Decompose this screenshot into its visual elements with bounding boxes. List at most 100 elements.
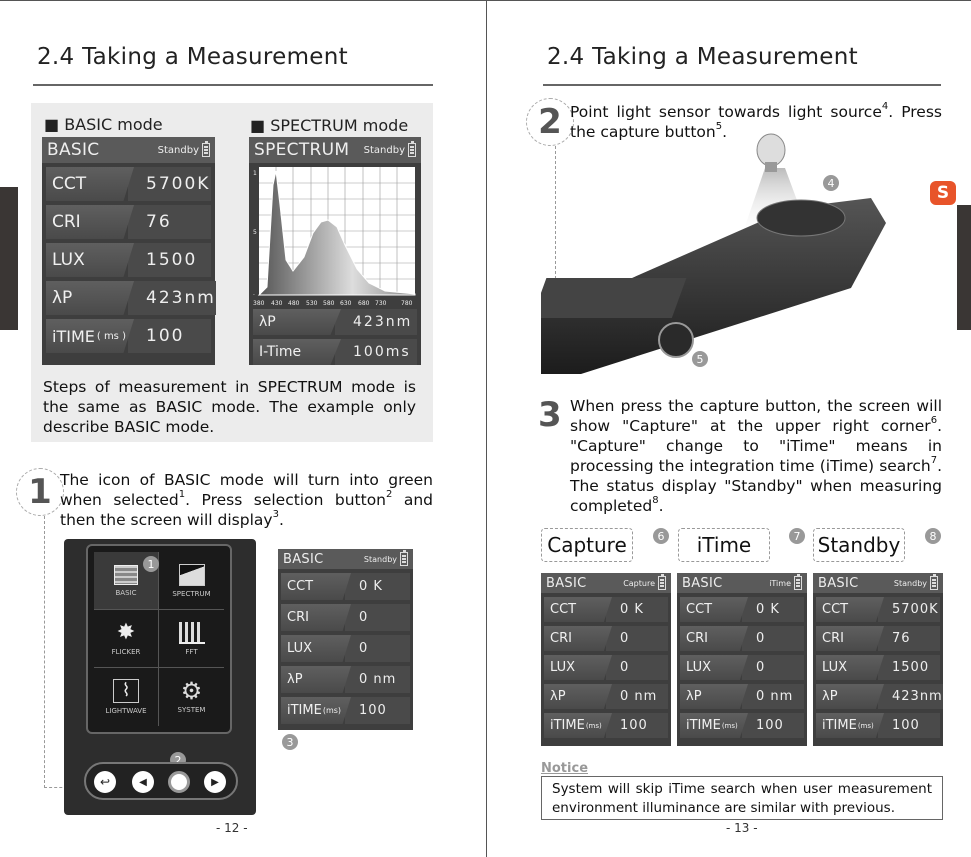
itime-unit: ( ms ) [96,330,126,342]
peak-label: λP [281,666,351,693]
title-rule-right [543,84,941,86]
bulb-icon [756,133,786,167]
peak-value: 0 nm [345,666,410,693]
footnote-7: 7 [930,455,938,466]
battery-icon [202,141,210,157]
battery-icon [794,574,802,590]
screen-status: Standby [364,141,416,157]
spectrum-note: Steps of measurement in SPECTRUM mode is… [43,378,416,436]
notice-title: Notice [541,761,589,776]
step-3-marker: 3 [538,395,562,435]
peak-value: 423nm [335,309,417,335]
left-button[interactable]: ◀ [132,771,154,793]
notice-box: System will skip iTime search when user … [541,776,943,820]
screen-mode: BASIC [818,575,859,591]
step-1-text-a: The icon of BASIC mode will turn into gr… [60,471,433,509]
x-tick: 680 [358,300,370,307]
battery-icon [408,141,416,157]
select-button[interactable] [168,771,190,793]
page-title-left: 2.4 Taking a Measurement [37,44,348,70]
step-1-text-d: . [278,511,284,529]
itime-label-text: iTIME [287,703,322,718]
basic-mode-label: ■ BASIC mode [44,115,163,134]
battery-icon [400,550,408,566]
cri-value: 76 [128,205,211,239]
peak-label: λP [46,281,134,315]
menu-system[interactable]: ⚙ SYSTEM [159,668,224,726]
status-text: Capture [623,578,655,588]
x-tick: 730 [375,300,387,307]
itime-label: iTIME(ms) [680,713,748,738]
itime-row: iTIME( ms )100 [46,319,211,353]
lux-value: 0 [345,635,410,662]
meter-display [541,278,687,318]
status-text: iTime [769,578,791,588]
footnote-8: 8 [652,495,659,506]
screen-header: BASIC Standby [278,549,413,569]
cri-label: CRI [680,626,748,651]
screen-mode: SPECTRUM [254,140,350,160]
step-2-text-a: Point light sensor towards light source [570,103,882,121]
itime-value: 100 [345,697,410,724]
menu-flicker[interactable]: ✸ FLICKER [94,610,159,668]
step-3-text-d: . [658,497,664,515]
screen-status: Capture [623,574,666,590]
menu-label: FFT [185,647,198,656]
screen-header: BASIC Standby [813,573,943,593]
y-tick: 1 [253,170,257,177]
screen-status: Standby [158,141,210,157]
lux-value: 0 [606,655,668,680]
peak-label: λP [253,309,341,335]
cct-label: CCT [46,167,134,201]
menu-spectrum[interactable]: SPECTRUM [159,552,224,610]
cri-label: CRI [281,604,351,631]
capture-button-icon [658,322,694,358]
lux-label: LUX [46,243,134,277]
y-tick: . [253,290,255,297]
screen-status: Standby [364,550,408,566]
itime-row: iTIME(ms)100 [544,713,668,738]
peak-value: 0 nm [742,684,804,709]
screen-header: BASIC Standby [42,137,215,163]
lux-label: LUX [544,655,612,680]
right-button[interactable]: ▶ [204,771,226,793]
step-1-leader [44,516,45,788]
screen-mode: BASIC [546,575,587,591]
itime-row: iTIME(ms)100 [281,697,410,724]
badge-4: 4 [823,175,839,191]
battery-icon [658,574,666,590]
badge-8: 8 [925,528,941,544]
lightwave-icon: ⌇ [113,679,139,703]
menu-fft[interactable]: FFT [159,610,224,668]
badge-7: 7 [789,528,805,544]
footnote-4: 4 [881,101,889,112]
menu-lightwave[interactable]: ⌇ LIGHTWAVE [94,668,159,726]
cct-value: 0 K [742,597,804,622]
step-3-text-b: . "Capture" change to "iTime" means in p… [570,417,942,475]
peak-label: λP [680,684,748,709]
menu-label: SPECTRUM [172,589,211,598]
itime-row: iTIME(ms)100 [816,713,940,738]
lux-label: LUX [816,655,884,680]
itime-value: 100 [128,319,211,353]
status-text: Standby [893,578,927,588]
title-rule-left [33,84,433,86]
peak-value: 423nm [878,684,943,709]
itime-value: 100 [878,713,940,738]
menu-label: BASIC [115,588,137,597]
back-button[interactable]: ↩ [94,771,116,793]
spectrum-screen: SPECTRUM Standby 1 5 . 380 430 480 530 5… [249,137,421,365]
fft-icon [178,621,205,644]
cri-label: CRI [544,626,612,651]
cct-value: 0 K [345,573,410,600]
